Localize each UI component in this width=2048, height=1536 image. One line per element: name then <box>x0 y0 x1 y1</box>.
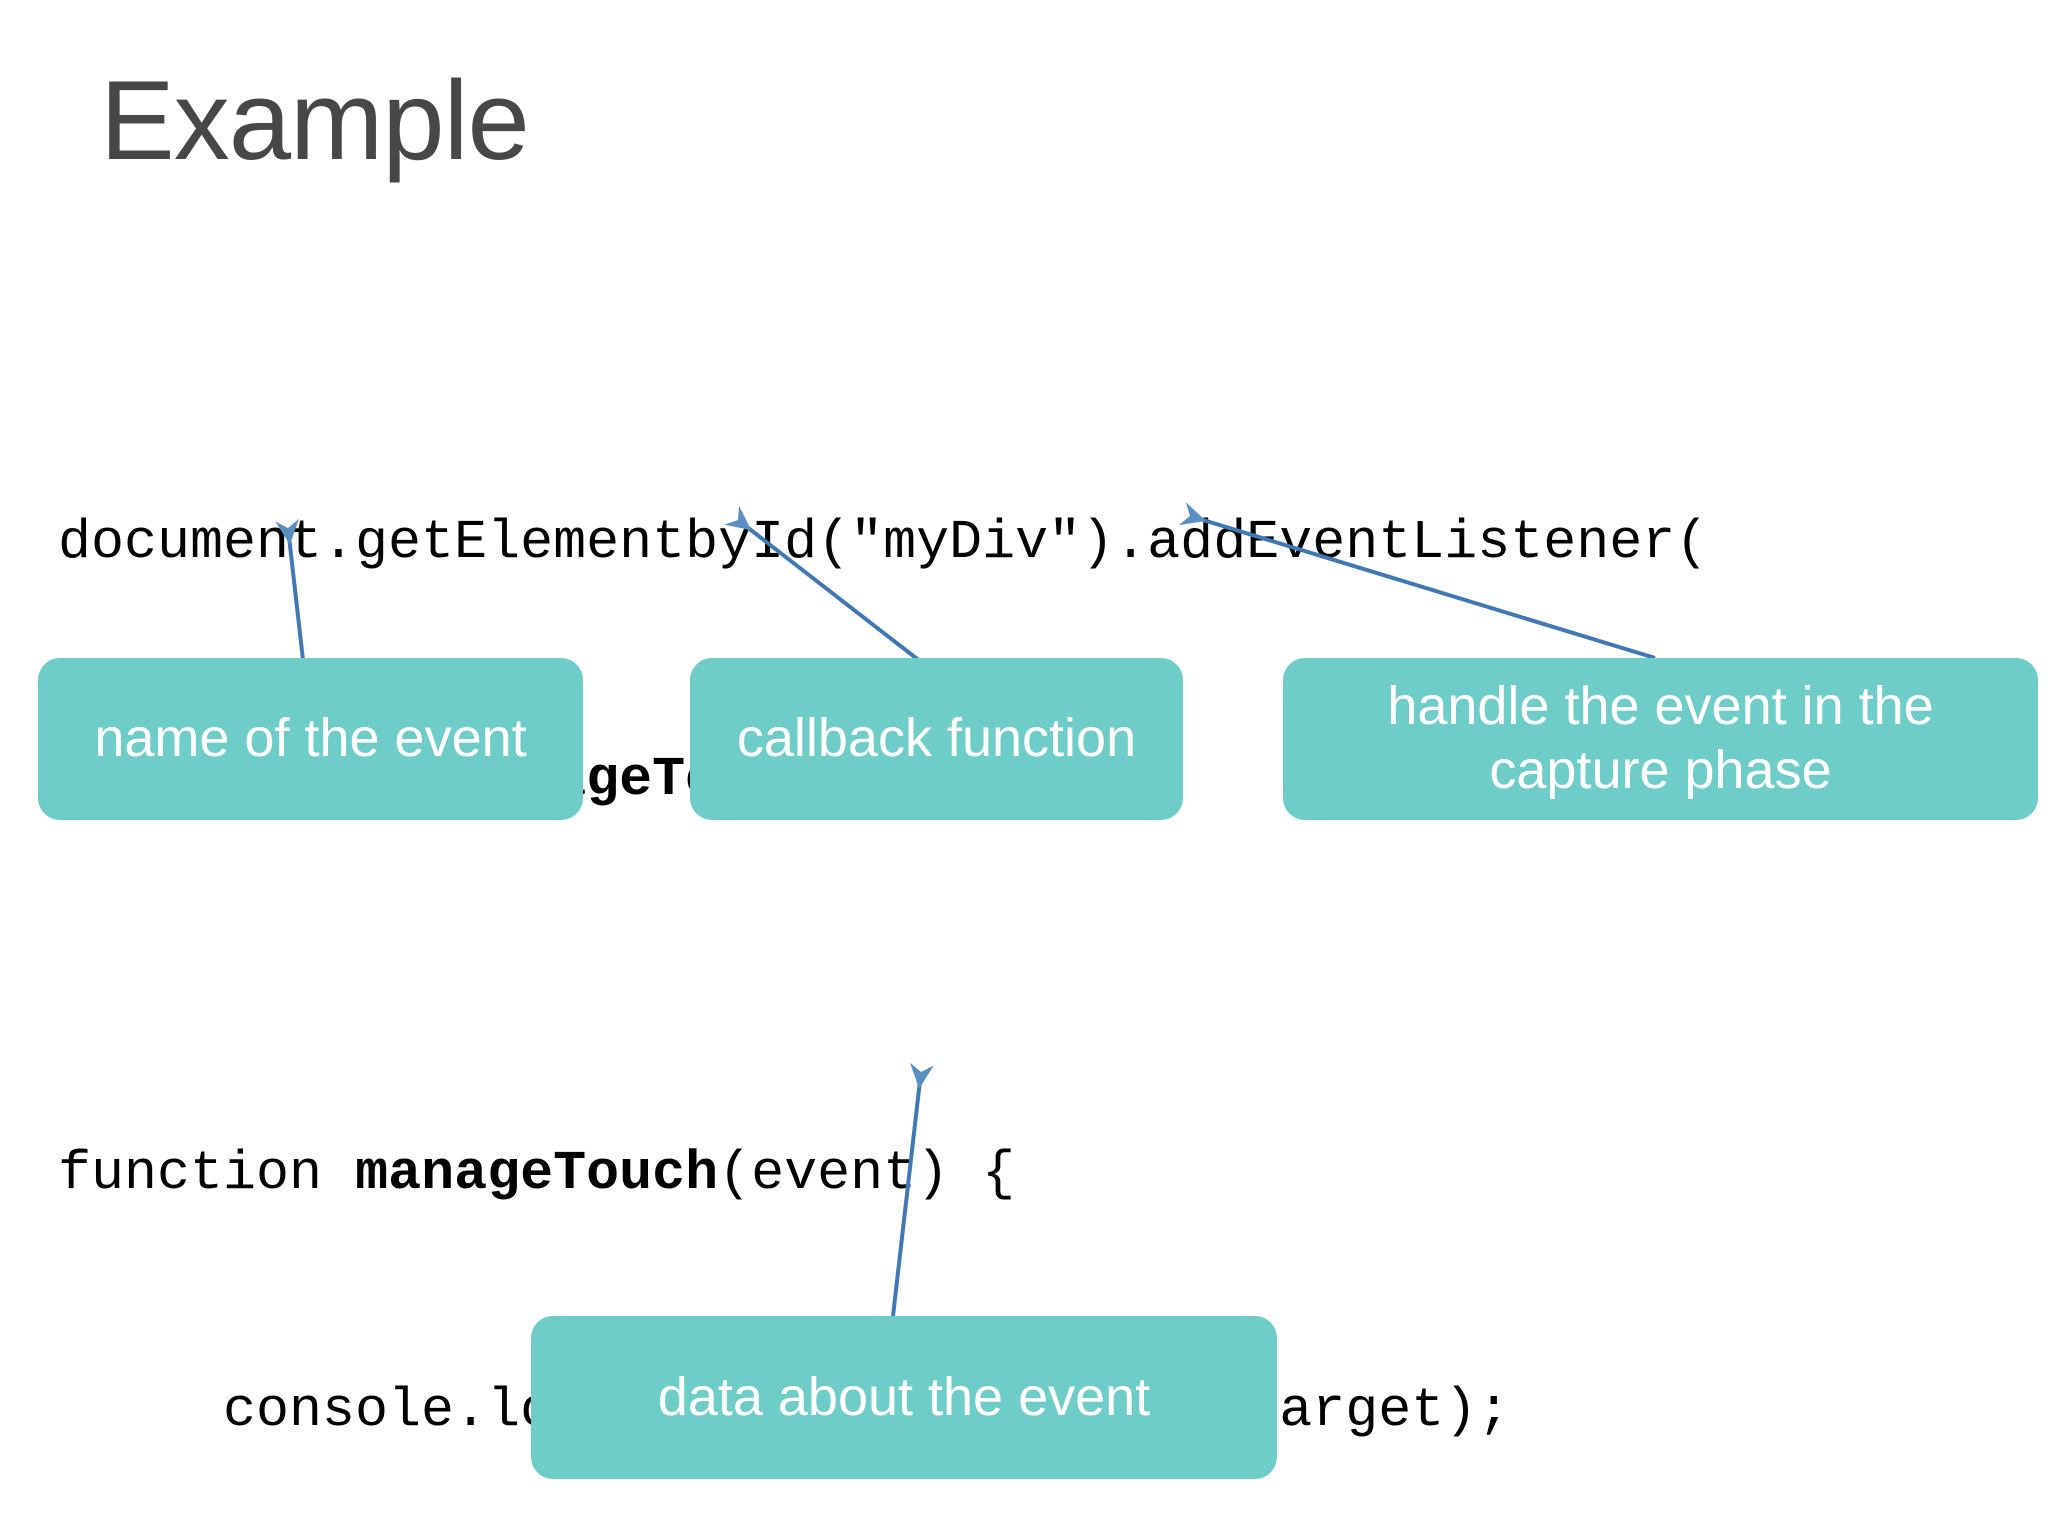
code-token-function-keyword: function <box>58 1142 356 1205</box>
callout-callback-function-label: callback function <box>736 708 1137 769</box>
callout-callback-function: callback function <box>690 658 1183 820</box>
callout-data-about-event: data about the event <box>531 1316 1277 1479</box>
callout-capture-phase-label: handle the event in the capture phase <box>1387 676 1934 800</box>
code-line-addeventlistener: document.getElementbyId("myDiv").addEven… <box>58 511 1709 574</box>
page-title: Example <box>100 58 530 183</box>
callout-name-of-event-label: name of the event <box>94 708 527 769</box>
callout-data-about-event-label: data about the event <box>657 1366 1151 1427</box>
callout-name-of-event: name of the event <box>38 658 583 820</box>
code-token-function-name: manageTouch <box>355 1142 719 1205</box>
code-line-function-signature: function manageTouch(event) { <box>58 1134 1510 1213</box>
callout-capture-phase: handle the event in the capture phase <box>1283 658 2038 820</box>
code-token-function-params: (event) { <box>718 1142 1016 1205</box>
